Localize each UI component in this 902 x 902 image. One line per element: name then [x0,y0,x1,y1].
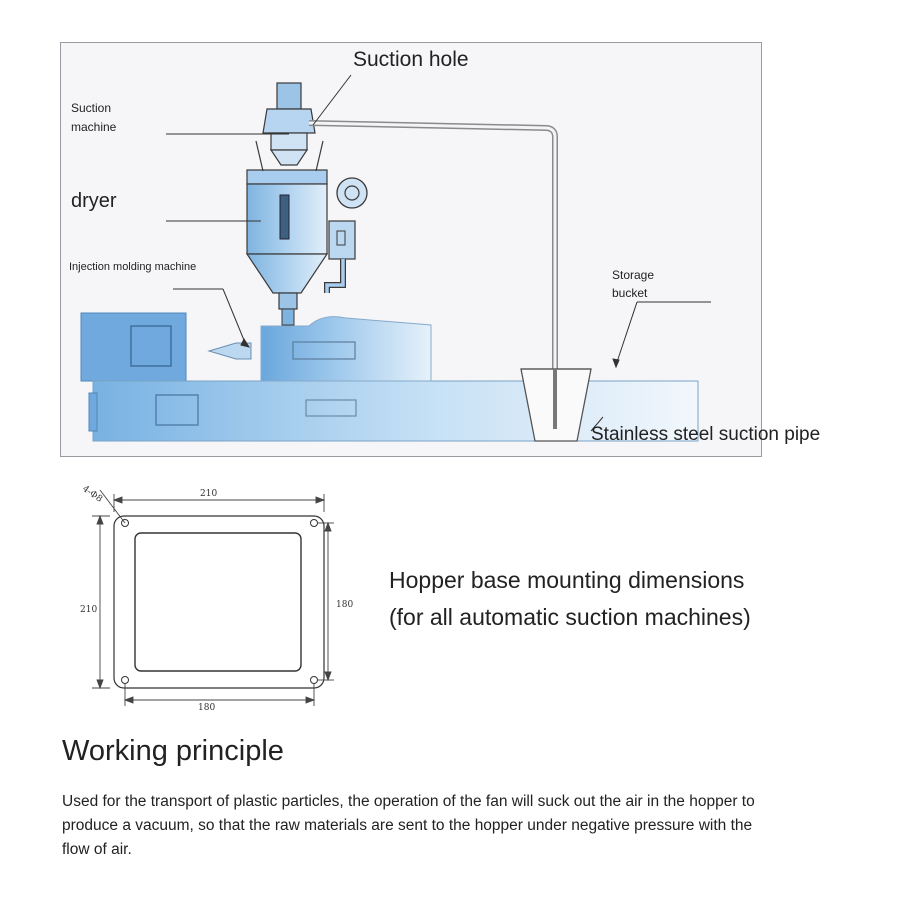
dim-left-height: 210 [80,605,98,615]
section-title: Working principle [62,735,284,767]
hopper-base-drawing [92,489,334,706]
dryer-cone [245,253,329,294]
label-suction-hole: Suction hole [353,48,469,71]
dryer-neck [281,308,295,326]
label-suction-machine-line2: machine [71,120,117,134]
label-storage-bucket-line1: Storage [612,268,655,282]
suction-motor-cap [276,82,302,110]
injection-unit [260,316,432,382]
mount-hole-br [310,676,318,684]
injection-molding-machine [80,312,699,442]
suction-cone [269,149,309,166]
section-body-text: Used for the transport of plastic partic… [62,793,755,858]
mount-hole-bl [121,676,129,684]
dryer-unit [245,169,368,326]
label-stainless-steel-suction-pipe: Stainless steel suction pipe [591,424,821,445]
mount-hole-tl [121,519,129,527]
dryer-lid [246,169,328,185]
label-storage-bucket-line2: bucket [612,286,648,300]
base-panel-left [155,394,199,426]
base-plate-outer [113,515,325,689]
injection-panel [292,341,356,360]
system-diagram-panel: Suction machine Suction hole dryer Injec… [60,42,762,457]
blower-fan [336,177,368,209]
base-panel-right [305,399,357,417]
suction-machine [255,82,324,172]
dim-right-height: 180 [336,600,354,610]
dim-bottom-width: 180 [198,703,216,713]
clamp-unit [80,312,187,382]
mount-hole-tr [310,519,318,527]
air-duct [324,259,346,293]
leader-lines [166,74,711,432]
control-box [328,220,356,260]
hopper-mounting-caption: Hopper base mounting dimensions (for all… [389,567,751,630]
label-suction-machine-line1: Suction [71,101,112,115]
base-foot-left [88,392,98,432]
system-diagram-svg [80,74,711,442]
base-plate-inner [134,532,302,672]
dim-top-width: 210 [200,489,218,499]
dryer-sight-glass [279,194,290,240]
label-dryer: dryer [71,190,117,212]
label-injection-molding-machine: Injection molding machine [69,261,197,273]
suction-head [262,108,316,134]
clamp-window [130,325,172,367]
dryer-outlet [278,292,298,310]
nozzle [207,342,252,360]
storage-bucket [520,368,592,442]
suction-hopper [270,132,308,151]
